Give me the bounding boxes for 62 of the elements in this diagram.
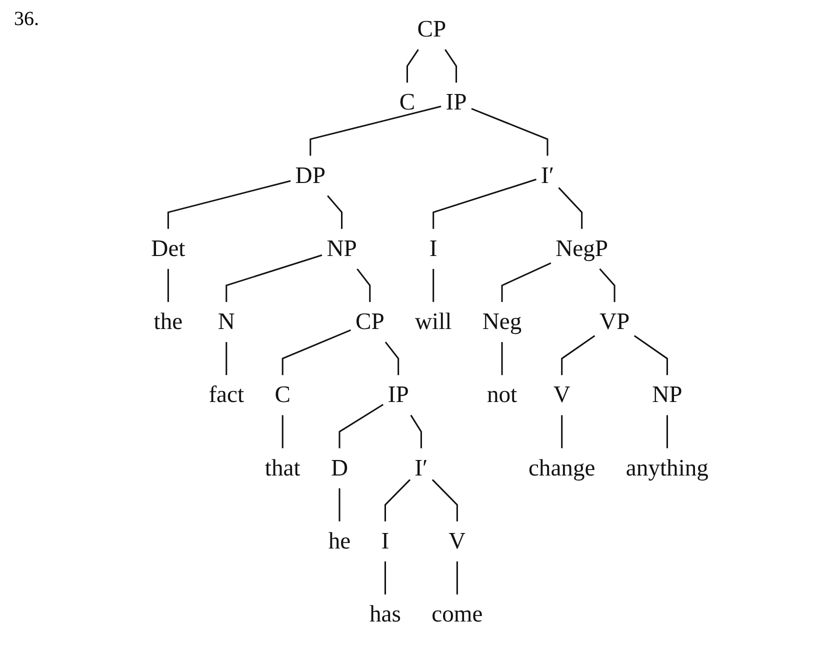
connector: [226, 342, 228, 376]
connector: [561, 415, 563, 448]
node-text: N: [218, 309, 236, 335]
node-text: I: [430, 236, 438, 262]
connector: [561, 335, 596, 376]
node-text: has: [370, 602, 402, 628]
connector: [385, 342, 400, 376]
node-text: anything: [626, 455, 709, 482]
connector: [168, 180, 291, 229]
connector: [310, 106, 442, 156]
connector: [471, 108, 548, 156]
node-text: NegP: [556, 236, 608, 262]
node-text: the: [154, 309, 183, 335]
connector: [410, 414, 422, 448]
node-text: that: [265, 455, 300, 482]
connector: [356, 268, 371, 302]
connector: [666, 415, 668, 448]
node-text: I′: [541, 162, 554, 189]
node-text: Neg: [482, 309, 522, 335]
connector: [432, 178, 537, 229]
connector: [444, 49, 458, 83]
connector: [338, 404, 384, 448]
node-text: C: [400, 90, 416, 116]
node-text: NP: [326, 236, 358, 262]
connector: [432, 268, 434, 302]
connector: [599, 268, 616, 302]
node-text: I′: [414, 455, 428, 482]
connector: [384, 561, 386, 594]
node-text: IP: [388, 382, 409, 408]
node-text: come: [432, 602, 483, 628]
node-text: NP: [652, 382, 682, 408]
connector: [456, 561, 458, 594]
node-text: C: [274, 382, 291, 408]
connector: [558, 187, 583, 229]
connector: [432, 479, 458, 522]
node-text: fact: [208, 382, 244, 408]
node-text: not: [487, 382, 518, 408]
connector: [384, 479, 411, 522]
connector: [226, 254, 322, 302]
connector: [327, 195, 343, 229]
node-text: V: [448, 528, 466, 554]
node-text: IP: [446, 90, 467, 116]
connector: [406, 49, 420, 83]
example-number: 36.: [14, 8, 39, 31]
node-text: VP: [600, 309, 630, 335]
node-text: he: [328, 528, 351, 554]
connector: [338, 488, 340, 522]
node-text: change: [528, 455, 596, 482]
node-text: I: [381, 528, 390, 554]
node-text: DP: [295, 162, 326, 189]
connector: [501, 262, 552, 302]
node-text: D: [331, 455, 348, 482]
node-text: V: [554, 382, 571, 408]
connector: [282, 415, 284, 448]
node-text: Det: [151, 236, 186, 262]
node-text: CP: [356, 309, 384, 335]
node-text: CP: [417, 16, 446, 42]
node-text: will: [415, 309, 452, 335]
connector: [168, 268, 170, 302]
connector: [634, 335, 668, 376]
connector: [501, 342, 503, 376]
connector: [282, 329, 352, 376]
